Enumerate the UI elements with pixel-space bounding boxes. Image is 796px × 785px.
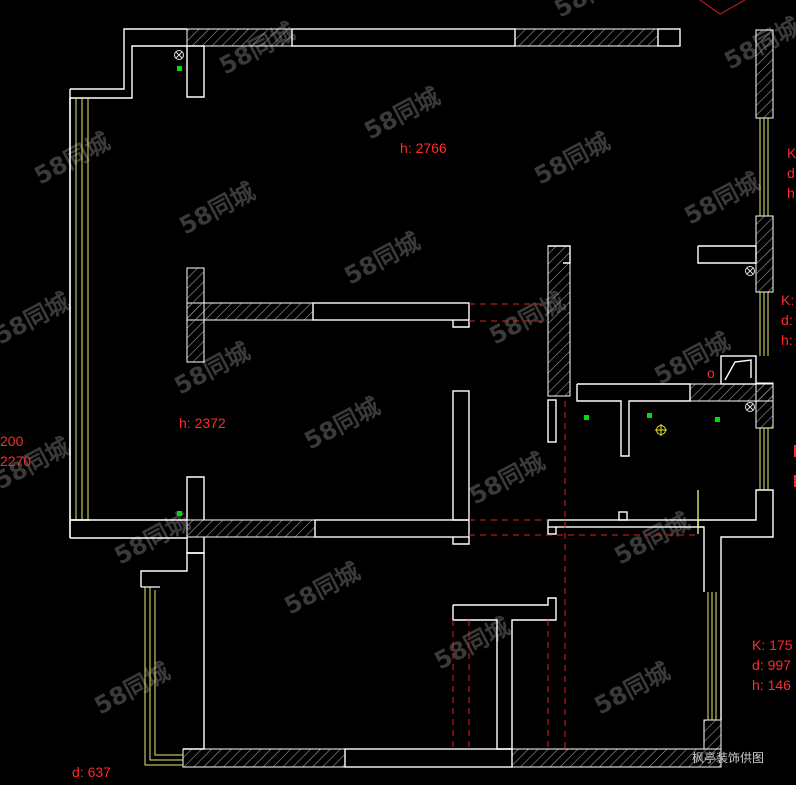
wall-bottom-left bbox=[182, 748, 346, 768]
wall-top-right bbox=[514, 28, 659, 47]
credit-text: 枫亭装饰供图 bbox=[692, 750, 764, 765]
green-square-icon bbox=[177, 511, 182, 516]
watermark-text: 58同城 bbox=[430, 612, 515, 675]
wall-top-plain bbox=[291, 28, 516, 47]
wall-right-mid bbox=[755, 215, 774, 293]
room-height-mid: h: 2372 bbox=[179, 415, 226, 431]
wall-mid-left bbox=[186, 302, 314, 321]
wall-top-left bbox=[186, 28, 293, 47]
wall-bottom-right bbox=[511, 748, 722, 768]
right-exterior-inner bbox=[698, 526, 705, 592]
wall-lower-left bbox=[186, 519, 316, 538]
right-red-tick-1 bbox=[794, 445, 796, 457]
green-square-icon bbox=[715, 417, 720, 422]
fixtures bbox=[174, 50, 755, 516]
watermark-text: 58同城 bbox=[215, 17, 300, 80]
right-k2: K: bbox=[781, 292, 794, 308]
right-d1: d bbox=[787, 165, 795, 181]
column-center bbox=[547, 245, 571, 397]
right-fixture-box bbox=[720, 355, 757, 385]
wall-kitchen-notch bbox=[547, 527, 557, 535]
center-col-notch bbox=[548, 245, 571, 264]
kitchen-top bbox=[576, 383, 691, 457]
watermark-text: 58同城 bbox=[650, 327, 735, 390]
room-height-top: h: 2766 bbox=[400, 140, 447, 156]
circle-cross-icon bbox=[174, 50, 184, 60]
north-marker bbox=[699, 0, 746, 15]
wall-right-stub bbox=[703, 719, 722, 750]
green-square-icon bbox=[647, 413, 652, 418]
right-h1: h bbox=[787, 185, 795, 201]
right-fixture-diag bbox=[724, 359, 752, 381]
left-partial-2: 2270 bbox=[0, 453, 31, 469]
watermark-text: 58同城 bbox=[340, 227, 425, 290]
left-partial-1: 200 bbox=[0, 433, 24, 449]
marker-o: o bbox=[707, 365, 715, 381]
wall-kitchen bbox=[689, 383, 774, 402]
watermark-text: 58同城 bbox=[680, 167, 765, 230]
watermark-text: 58同城 bbox=[175, 177, 260, 240]
watermark-text: 58同城 bbox=[0, 287, 75, 350]
watermark-text: 58同城 bbox=[465, 447, 550, 510]
windows bbox=[75, 98, 769, 766]
watermark-layer: 58同城 58同城 58同城 58同城 58同城 58同城 58同城 58同城 58同城 58同城… bbox=[0, 0, 796, 720]
watermark-text: 58同城 bbox=[530, 127, 615, 190]
wall-mid-plain bbox=[312, 302, 470, 321]
wall-top-end bbox=[657, 28, 681, 47]
kitchen-stub bbox=[618, 511, 628, 521]
bottom-depth: d: 637 bbox=[72, 764, 111, 780]
right-h2: h: bbox=[781, 332, 793, 348]
right-d2: d: bbox=[781, 312, 793, 328]
balcony-window-3 bbox=[154, 590, 183, 756]
wall-bottom-plain bbox=[344, 748, 513, 768]
right-bracket bbox=[697, 245, 757, 264]
crosshair-circle-icon bbox=[655, 424, 667, 436]
wall-mid-step bbox=[452, 320, 470, 328]
right-red-tick-2 bbox=[794, 475, 796, 487]
right-d3: d: 997 bbox=[752, 657, 791, 673]
watermark-text: 58同城 bbox=[170, 337, 255, 400]
watermark-text: 58同城 bbox=[280, 557, 365, 620]
column-mid-left bbox=[186, 267, 205, 363]
balcony-left bbox=[140, 552, 205, 750]
right-exterior-lower bbox=[698, 489, 774, 720]
center-col-stub bbox=[547, 399, 557, 443]
watermark-text: 58同城 bbox=[550, 0, 635, 23]
balcony-window-1 bbox=[144, 587, 183, 766]
wall-right-top bbox=[755, 29, 774, 119]
green-square-icon bbox=[177, 66, 182, 71]
watermark-text: 58同城 bbox=[590, 657, 675, 720]
watermark-text: 58同城 bbox=[90, 657, 175, 720]
watermark-text: 58同城 bbox=[30, 127, 115, 190]
green-square-icon bbox=[584, 415, 589, 420]
watermark-text: 58同城 bbox=[360, 82, 445, 145]
inner-wall-bottom bbox=[452, 597, 557, 750]
labels: h: 2766 h: 2372 200 2270 d: 637 K d h K:… bbox=[0, 140, 796, 780]
watermark-text: 58同城 bbox=[110, 507, 195, 570]
circle-cross-icon bbox=[745, 402, 755, 412]
exterior-top-left bbox=[69, 45, 205, 99]
wall-center-vertical bbox=[452, 390, 470, 521]
wall-lower-plain bbox=[314, 519, 470, 538]
balcony-window-2 bbox=[149, 587, 183, 761]
right-k1: K bbox=[787, 145, 796, 161]
exterior-left-bottom bbox=[70, 476, 205, 521]
wall-lower-step bbox=[452, 537, 470, 545]
watermark-text: 58同城 bbox=[300, 392, 385, 455]
right-k3: K: 175 bbox=[752, 637, 793, 653]
circle-cross-icon bbox=[745, 266, 755, 276]
exterior-top-step bbox=[70, 28, 187, 90]
right-h3: h: 146 bbox=[752, 677, 791, 693]
watermark-text: 58同城 bbox=[610, 507, 695, 570]
dashed-lines bbox=[452, 303, 698, 749]
